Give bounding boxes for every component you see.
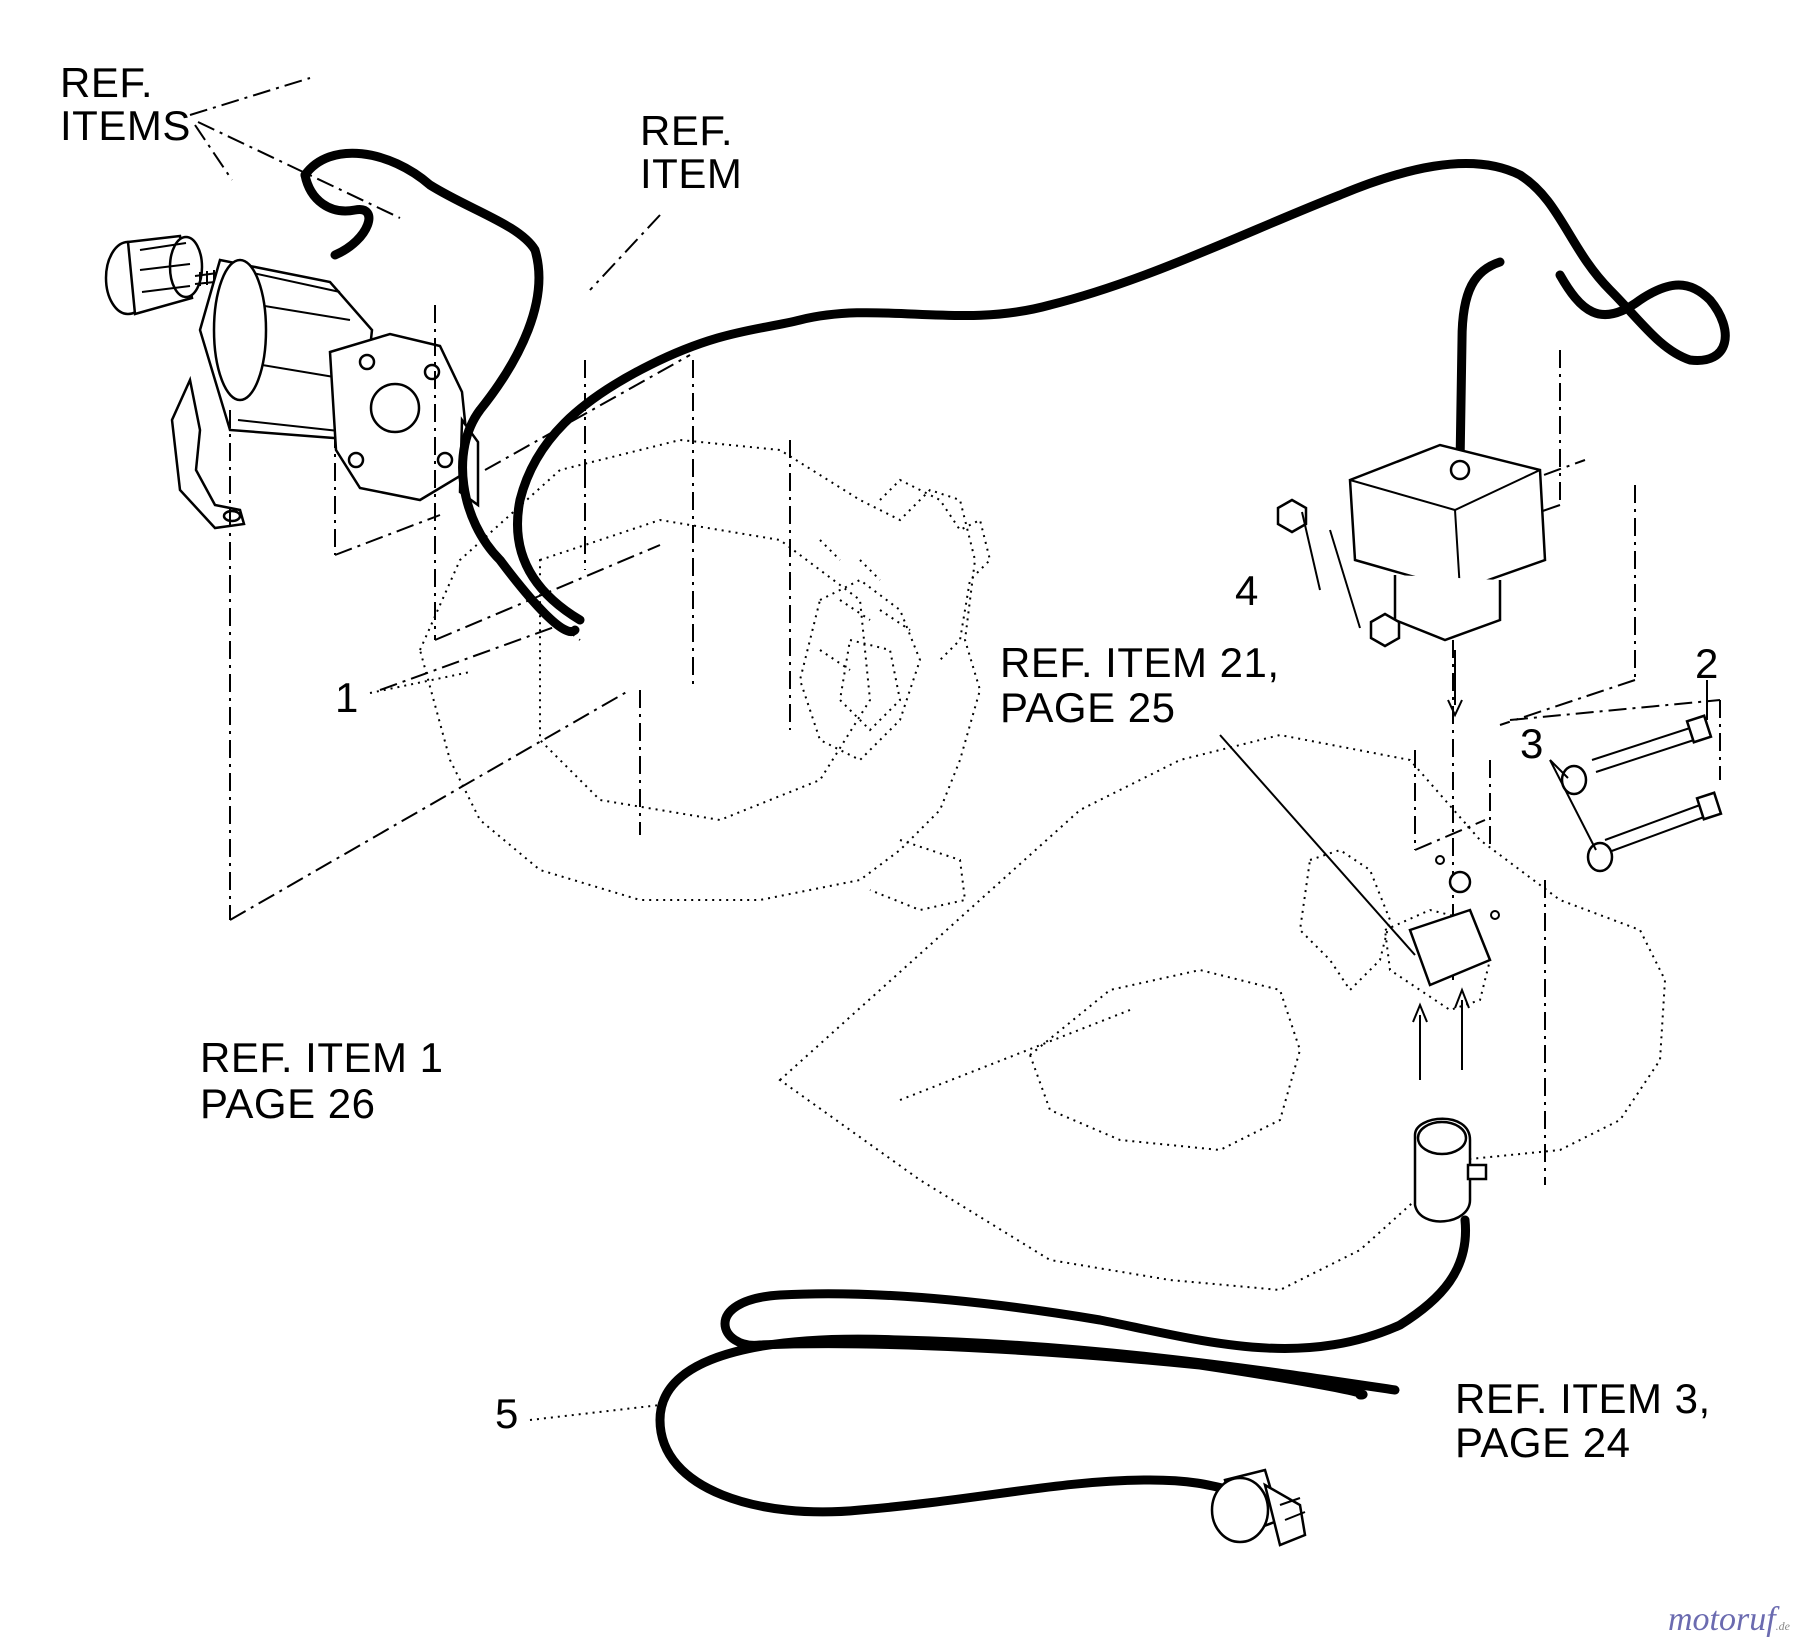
starter-motor-assembly bbox=[104, 234, 480, 530]
svg-text:PAGE 24: PAGE 24 bbox=[1455, 1419, 1630, 1466]
harness-cords bbox=[300, 148, 1730, 1517]
watermark-brand: motoruf bbox=[1667, 1601, 1776, 1638]
ref-item-21-label: REF. ITEM 21, PAGE 25 bbox=[1000, 639, 1280, 731]
cord-socket bbox=[1413, 1117, 1488, 1223]
svg-text:REF. ITEM 21,: REF. ITEM 21, bbox=[1000, 639, 1280, 686]
receptacle bbox=[1408, 855, 1500, 987]
svg-text:PAGE 26: PAGE 26 bbox=[200, 1080, 375, 1127]
svg-text:PAGE 25: PAGE 25 bbox=[1000, 684, 1175, 731]
svg-text:ITEM: ITEM bbox=[640, 150, 742, 197]
leader-lines bbox=[369, 511, 1708, 1421]
ref-item-3-label: REF. ITEM 3, PAGE 24 bbox=[1455, 1375, 1711, 1466]
callout-3: 3 bbox=[1520, 720, 1543, 767]
watermark-logo: motoruf.de bbox=[1668, 1601, 1790, 1639]
ref-item-label: REF. ITEM bbox=[640, 107, 742, 197]
ref-items-label: REF. ITEMS bbox=[60, 59, 191, 149]
direction-arrows bbox=[1412, 650, 1470, 1080]
watermark-domain: .de bbox=[1775, 1619, 1790, 1633]
cord-plug bbox=[1210, 1468, 1307, 1547]
ref-item-1-label: REF. ITEM 1 PAGE 26 bbox=[200, 1034, 444, 1127]
svg-text:REF. ITEM 3,: REF. ITEM 3, bbox=[1455, 1375, 1711, 1422]
engine-outline bbox=[418, 438, 992, 912]
reference-lines bbox=[189, 77, 1721, 1185]
callout-4: 4 bbox=[1235, 567, 1258, 614]
mounting-plate-outline bbox=[778, 733, 1667, 1292]
bolts-and-washers bbox=[1560, 714, 1723, 873]
svg-text:REF.: REF. bbox=[60, 59, 153, 106]
callout-1: 1 bbox=[335, 674, 358, 721]
svg-text:ITEMS: ITEMS bbox=[60, 102, 191, 149]
callout-2: 2 bbox=[1695, 640, 1718, 687]
svg-text:REF. ITEM 1: REF. ITEM 1 bbox=[200, 1034, 444, 1081]
callout-5: 5 bbox=[495, 1390, 518, 1437]
junction-box bbox=[1348, 443, 1547, 642]
svg-text:REF.: REF. bbox=[640, 107, 733, 154]
hex-nut bbox=[1276, 498, 1401, 648]
